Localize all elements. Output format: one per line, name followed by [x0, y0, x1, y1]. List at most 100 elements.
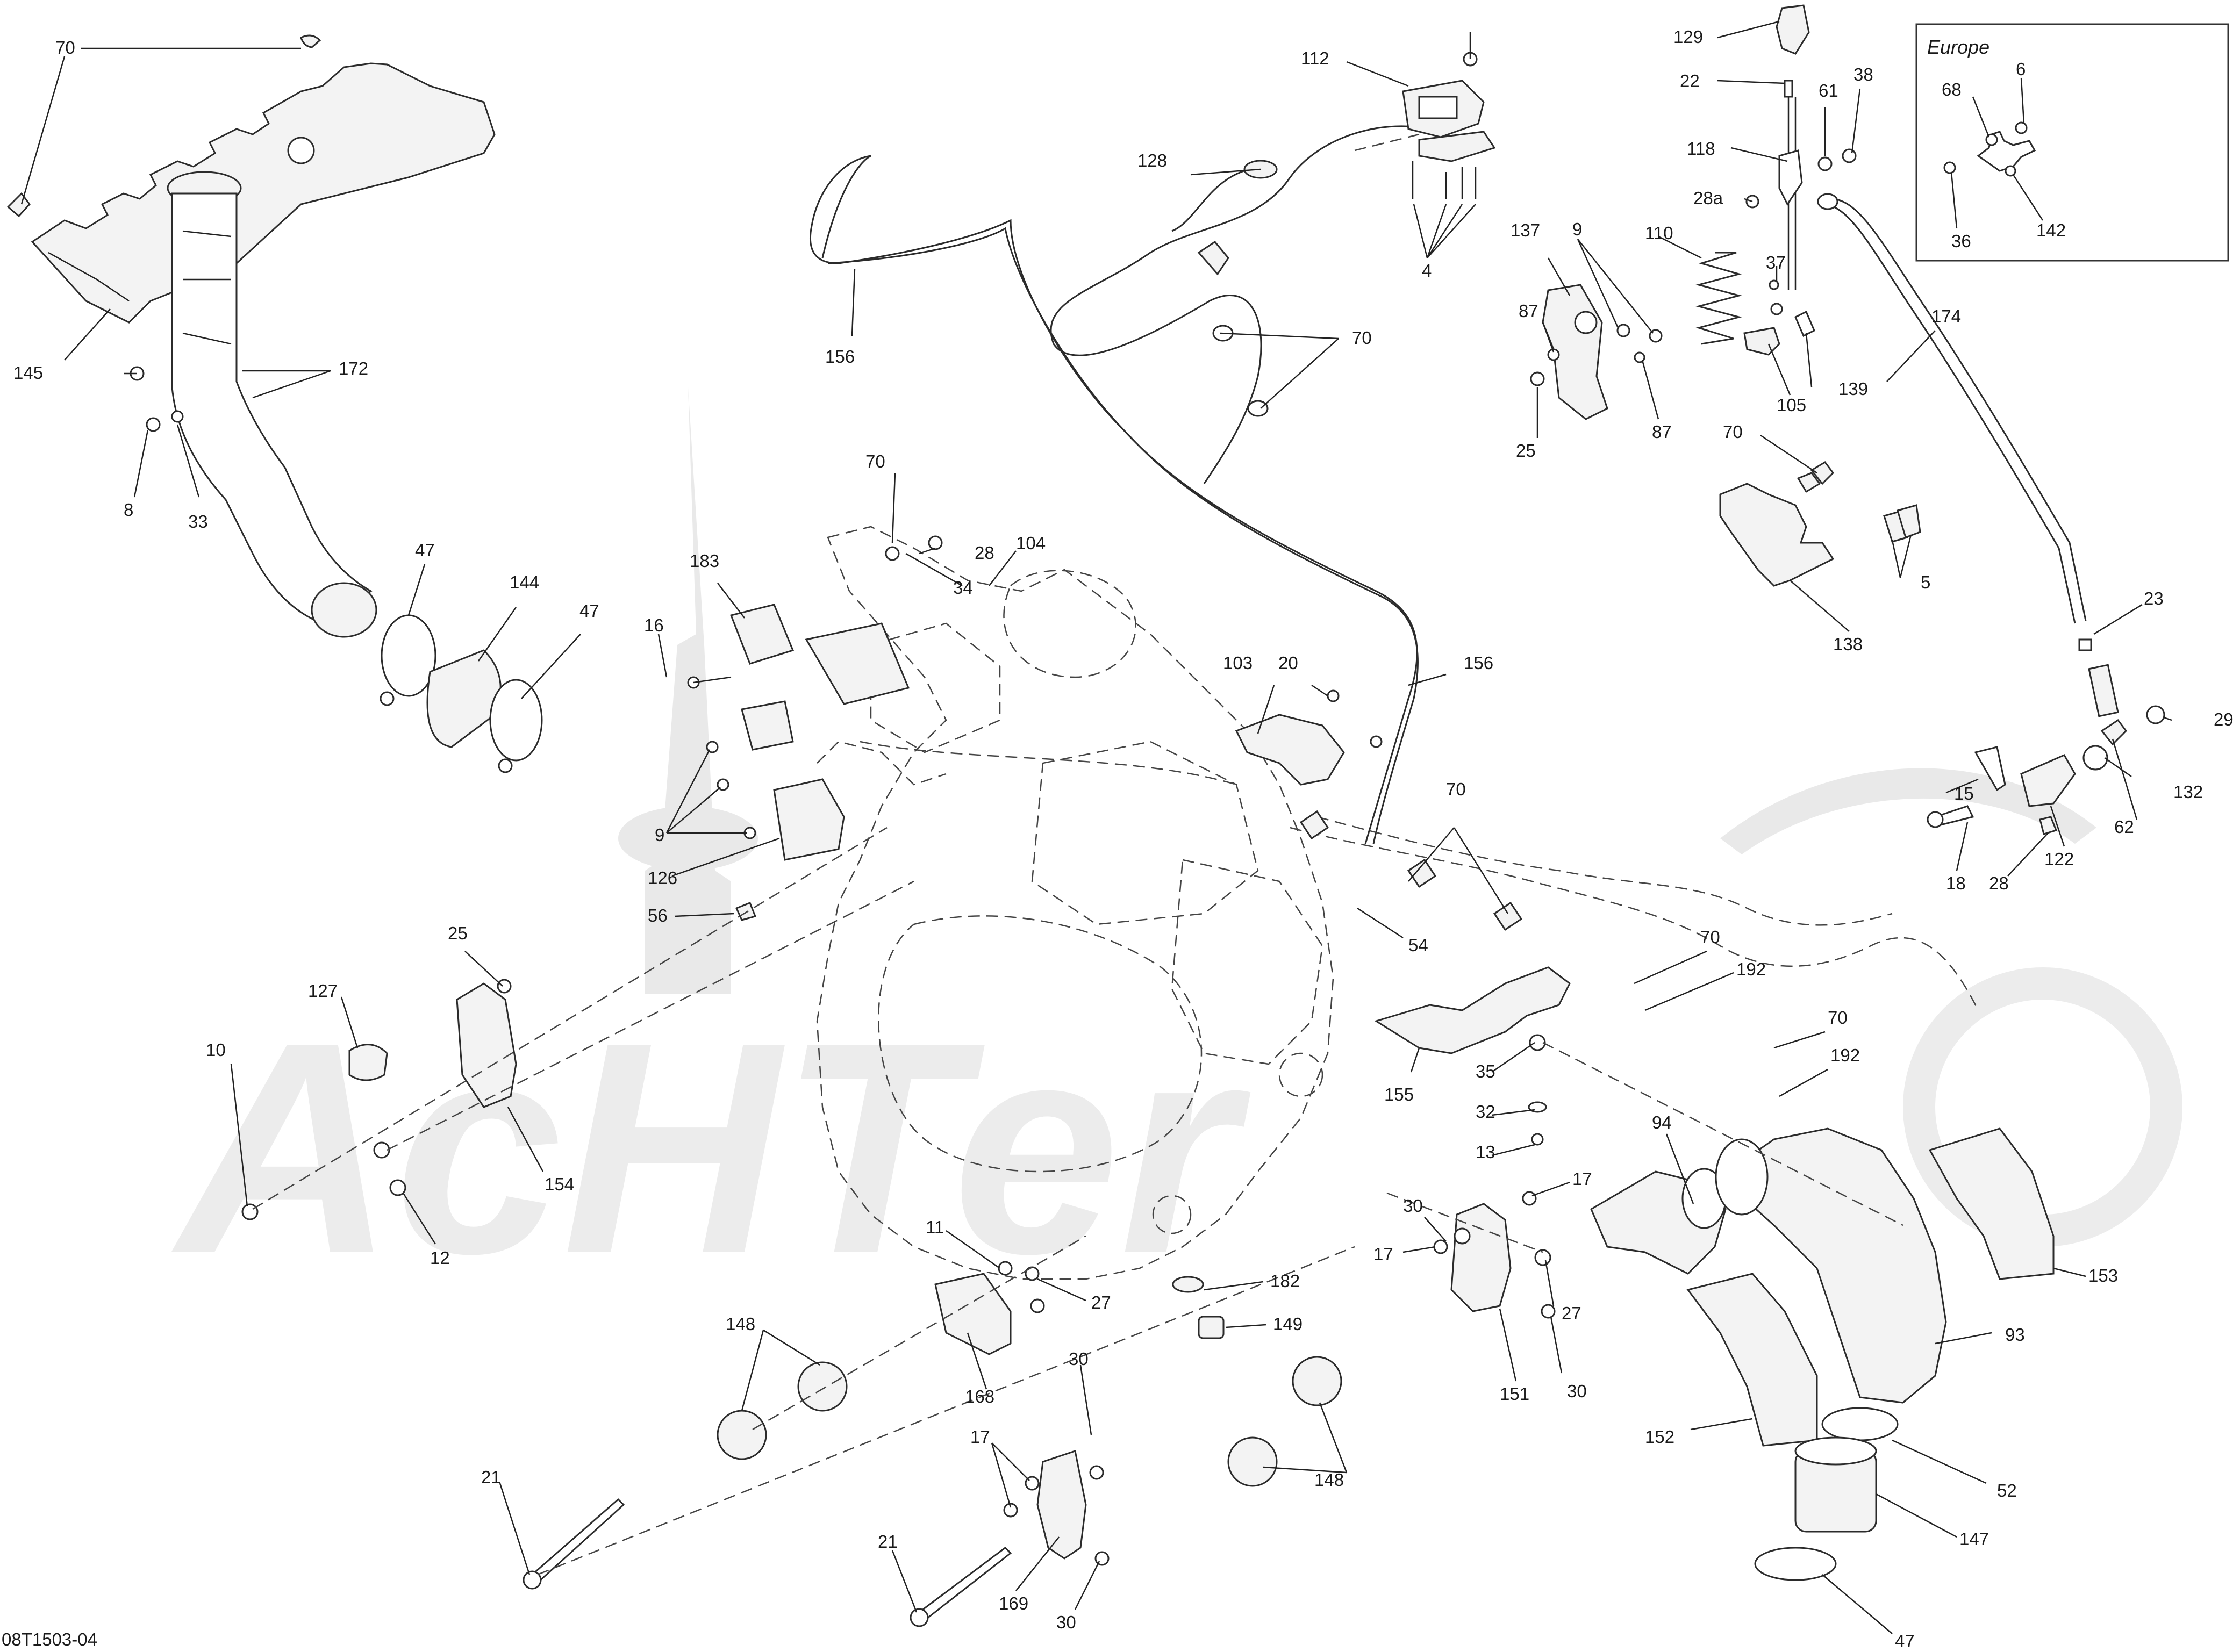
callout-128: 128 [1137, 150, 1167, 170]
callout-9: 9 [655, 825, 664, 845]
callout-105: 105 [1777, 395, 1806, 415]
callout-168: 168 [965, 1387, 994, 1406]
engine-assembly [816, 526, 1334, 1280]
callout-56: 56 [648, 906, 668, 925]
callout-112: 112 [1301, 48, 1329, 68]
intake-tube-172 [124, 171, 377, 638]
callout-38: 38 [1853, 64, 1873, 84]
fitting-149-clamp-182 [1172, 1276, 1225, 1339]
diagram-code: 08T1503-04 [2, 1629, 97, 1649]
callout-17: 17 [1572, 1169, 1592, 1189]
callout-30: 30 [1403, 1196, 1423, 1216]
callout-151: 151 [1500, 1384, 1529, 1404]
callout-87: 87 [1652, 422, 1672, 442]
callout-172: 172 [339, 358, 368, 378]
callout-12: 12 [430, 1248, 450, 1268]
callout-183: 183 [690, 551, 719, 571]
callout-8: 8 [124, 500, 133, 520]
callout-30: 30 [1567, 1381, 1587, 1401]
callout-54: 54 [1408, 935, 1428, 955]
callout-27: 27 [1091, 1292, 1111, 1312]
callout-22: 22 [1680, 71, 1700, 91]
bracket-103 [1235, 689, 1383, 786]
mount-169 [1003, 1450, 1110, 1566]
callout-174: 174 [1931, 306, 1961, 326]
callout-132: 132 [2173, 782, 2203, 802]
callout-155: 155 [1384, 1084, 1414, 1104]
callout-70: 70 [1446, 779, 1466, 799]
callout-21: 21 [878, 1532, 898, 1552]
callout-28: 28 [975, 543, 994, 563]
mount-168 [934, 1261, 1045, 1355]
callout-27: 27 [1562, 1303, 1581, 1323]
bolts-21 [523, 1498, 1012, 1627]
harness-loop [1290, 810, 1979, 1011]
throttle-cable-128 [1050, 125, 1430, 484]
callout-20: 20 [1278, 653, 1298, 673]
callout-149: 149 [1273, 1314, 1303, 1334]
callout-62: 62 [2114, 817, 2134, 837]
callout-70: 70 [1723, 422, 1743, 442]
callout-61: 61 [1819, 81, 1838, 100]
muffler-147-clamps [1754, 1407, 1899, 1581]
callout-94: 94 [1652, 1112, 1672, 1132]
shift-rod-174 [1817, 193, 2165, 771]
engine-mount-154 [241, 979, 517, 1220]
europe-inset: Europe [1915, 23, 2229, 262]
heat-shield-152 [1686, 1273, 1818, 1447]
assembly-axes [252, 133, 1903, 1576]
callout-126: 126 [648, 868, 677, 888]
exhaust-elbow-94 [1590, 1168, 1727, 1275]
callout-138: 138 [1833, 634, 1863, 654]
callout-156: 156 [825, 347, 855, 367]
callout-154: 154 [545, 1174, 574, 1194]
callout-129: 129 [1673, 27, 1703, 47]
exhaust-pipe-93 [1715, 1127, 1947, 1404]
callout-32: 32 [1476, 1102, 1495, 1122]
callout-153: 153 [2088, 1266, 2118, 1285]
inset-title: Europe [1927, 36, 1989, 58]
callout-147: 147 [1959, 1529, 1989, 1549]
callout-122: 122 [2044, 849, 2074, 869]
callout-11: 11 [926, 1217, 944, 1237]
callout-70: 70 [865, 451, 885, 471]
callout-156: 156 [1464, 653, 1493, 673]
watermark-text: AcHTer [168, 980, 1252, 1316]
callout-4: 4 [1422, 261, 1432, 281]
callout-25: 25 [1516, 441, 1536, 461]
callout-17: 17 [1373, 1244, 1393, 1264]
callout-29: 29 [2214, 709, 2234, 729]
callout-30: 30 [1069, 1349, 1089, 1369]
ecu-183 [687, 535, 943, 921]
callout-87: 87 [1519, 301, 1538, 321]
leader-lines [20, 20, 2172, 1634]
callout-192: 192 [1736, 959, 1766, 979]
spring-110 [1695, 252, 1742, 345]
callout-37: 37 [1766, 253, 1786, 272]
heat-shield-153 [1928, 1127, 2055, 1280]
callout-23: 23 [2144, 588, 2164, 608]
callout-148: 148 [1314, 1470, 1344, 1490]
callout-47: 47 [415, 540, 435, 560]
callout-127: 127 [308, 981, 338, 1001]
callout-17: 17 [970, 1427, 990, 1447]
callout-144: 144 [510, 572, 539, 592]
callout-47: 47 [1895, 1631, 1915, 1651]
callout-10: 10 [206, 1040, 226, 1060]
callout-36: 36 [1951, 231, 1971, 251]
bracket-138 [1719, 461, 1921, 587]
vent-hose-156 [809, 155, 1419, 844]
callout-34: 34 [953, 578, 973, 598]
callout-6: 6 [2016, 59, 2026, 79]
callout-35: 35 [1476, 1061, 1495, 1081]
callout-182: 182 [1270, 1271, 1300, 1291]
callout-5: 5 [1921, 572, 1930, 592]
callout-70: 70 [55, 38, 75, 58]
callout-103: 103 [1223, 653, 1253, 673]
callout-152: 152 [1645, 1427, 1674, 1447]
callout-110: 110 [1645, 223, 1673, 243]
callout-18: 18 [1946, 873, 1966, 893]
callout-70: 70 [1828, 1008, 1848, 1028]
callout-70: 70 [1352, 328, 1372, 348]
